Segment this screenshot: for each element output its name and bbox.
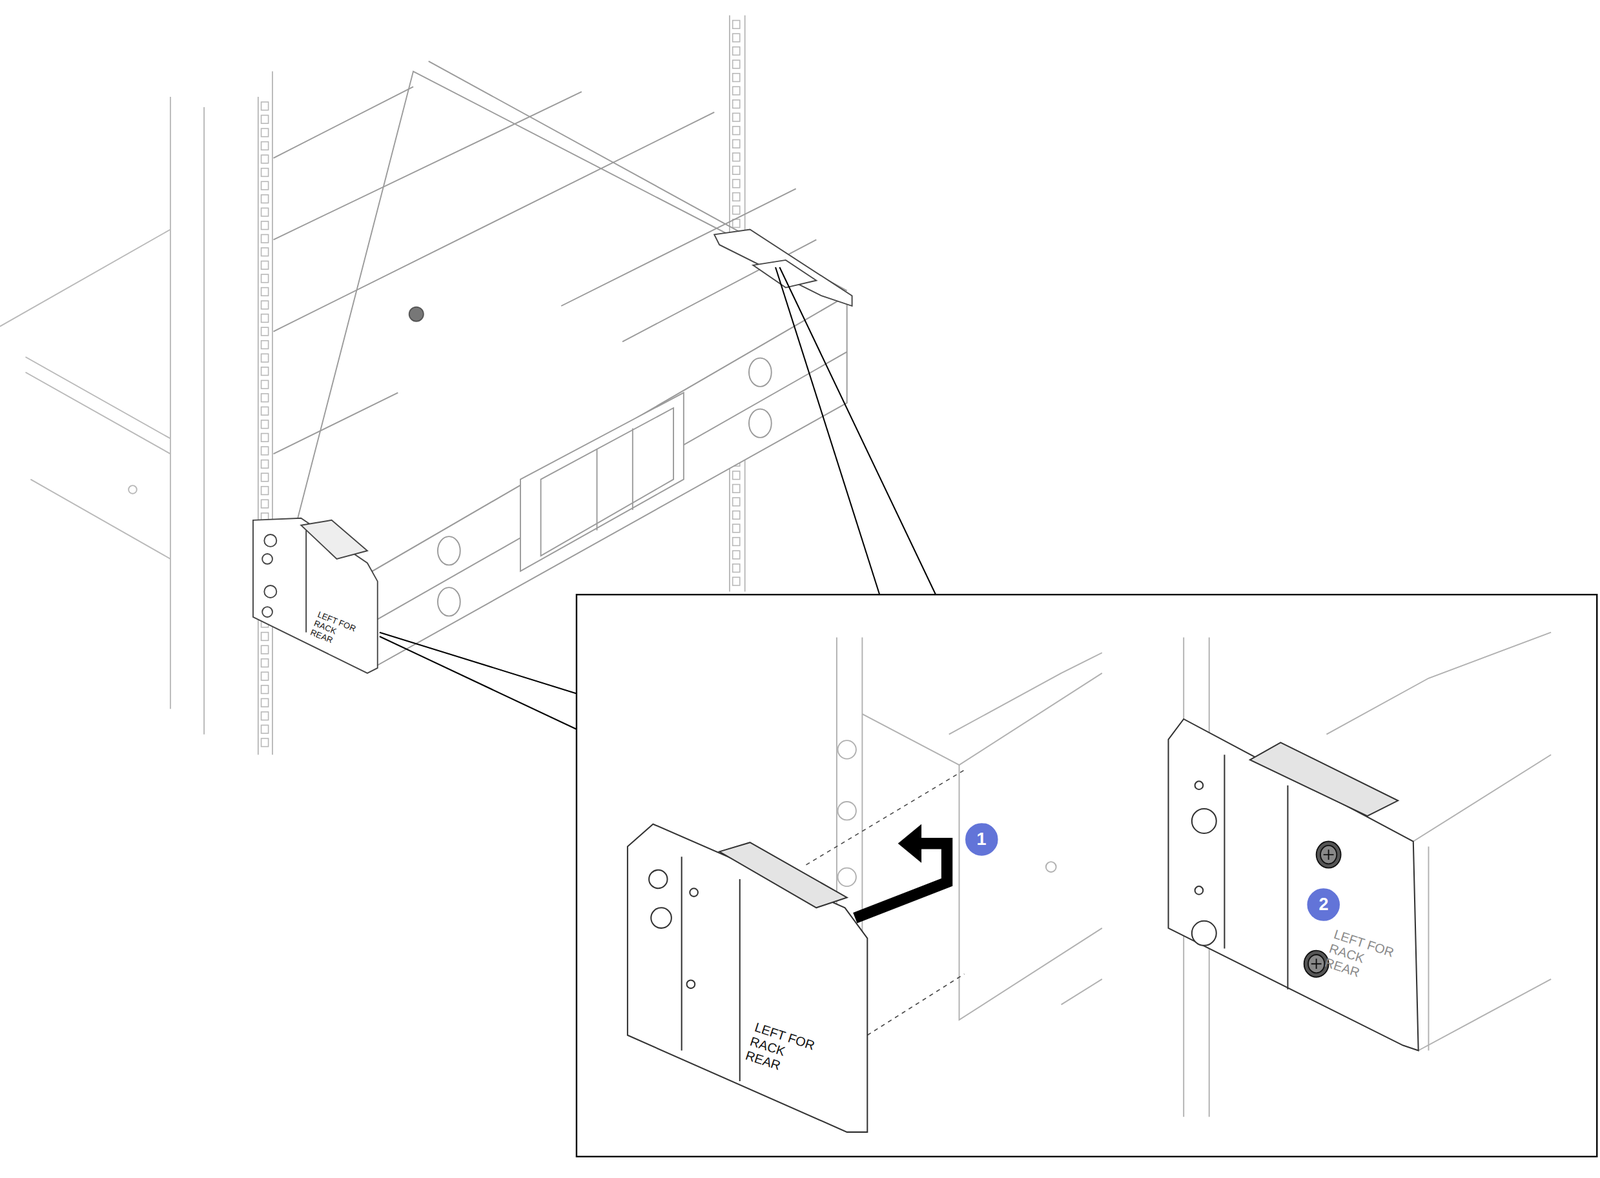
rack-hole — [261, 725, 269, 734]
rack-hole — [732, 471, 740, 480]
rack-hole — [261, 367, 269, 376]
rack-hole — [261, 672, 269, 681]
detail-inset — [576, 594, 1597, 1158]
rack-hole — [261, 142, 269, 151]
rack-hole — [261, 486, 269, 496]
rack-hole — [261, 181, 269, 190]
rack-hole — [732, 550, 740, 560]
rack-hole — [261, 446, 269, 456]
rack-hole — [261, 645, 269, 655]
rack-hole — [261, 247, 269, 257]
rack-hole — [261, 406, 269, 416]
rack-hole — [261, 738, 269, 748]
rack-hole — [261, 128, 269, 137]
bracket-installed — [1168, 719, 1419, 1052]
rack-hole — [732, 20, 740, 30]
rack-hole — [732, 139, 740, 148]
rack-hole — [732, 166, 740, 175]
rack-hole — [732, 484, 740, 494]
rack-hole — [261, 685, 269, 695]
rack-hole — [261, 168, 269, 177]
rack-hole — [261, 659, 269, 668]
rack-hole — [732, 73, 740, 83]
rack-hole — [261, 314, 269, 323]
rack-hole — [732, 193, 740, 202]
rack-hole — [732, 33, 740, 42]
rack-hole — [732, 179, 740, 188]
rack-hole — [261, 327, 269, 336]
rack-hole — [261, 393, 269, 403]
rack-hole — [261, 433, 269, 443]
rack-hole — [261, 353, 269, 363]
rack-hole — [261, 300, 269, 310]
rack-hole — [732, 511, 740, 520]
rack-hole — [732, 86, 740, 95]
rack-hole — [732, 205, 740, 215]
rack-hole — [261, 698, 269, 708]
rack-hole — [261, 473, 269, 482]
bracket-marking: LEFT FOR RACK REAR — [308, 610, 364, 655]
rack-hole — [261, 380, 269, 389]
rack-hole — [261, 194, 269, 204]
insert-arrow — [854, 824, 947, 919]
rack-hole — [261, 460, 269, 469]
rack-hole — [261, 274, 269, 283]
rack-hole — [261, 115, 269, 124]
rack-hole — [261, 340, 269, 350]
bracket-detail — [627, 824, 868, 1133]
rack-hole — [261, 154, 269, 164]
rack-hole — [261, 207, 269, 217]
callout-number: 1 — [976, 829, 986, 850]
rack-hole — [732, 219, 740, 228]
callout-number: 2 — [1318, 894, 1329, 915]
rack-hole — [732, 577, 740, 586]
rack-hole — [732, 564, 740, 573]
rack-hole — [732, 153, 740, 162]
rack-hole — [732, 60, 740, 69]
rack-hole — [261, 234, 269, 243]
rack-hole — [261, 712, 269, 721]
rack-hole — [261, 261, 269, 270]
rack-hole — [732, 112, 740, 122]
rack-hole — [732, 47, 740, 56]
inset-chassis — [836, 632, 1551, 1123]
callout-badges — [964, 822, 1341, 923]
rack-hole — [732, 126, 740, 135]
rack-hole — [261, 632, 269, 642]
rack-hole — [261, 420, 269, 429]
rack-hole — [261, 221, 269, 230]
rack-hole — [261, 287, 269, 297]
bracket-marking: LEFT FOR RACK REAR — [743, 1020, 827, 1085]
rack-hole — [732, 537, 740, 547]
rack-hole — [261, 102, 269, 111]
bracket-marking: LEFT FOR RACK REAR — [1323, 927, 1406, 992]
rack-hole — [732, 100, 740, 109]
rack-hole — [261, 499, 269, 509]
rack-hole — [732, 524, 740, 533]
rack-hole — [732, 497, 740, 507]
